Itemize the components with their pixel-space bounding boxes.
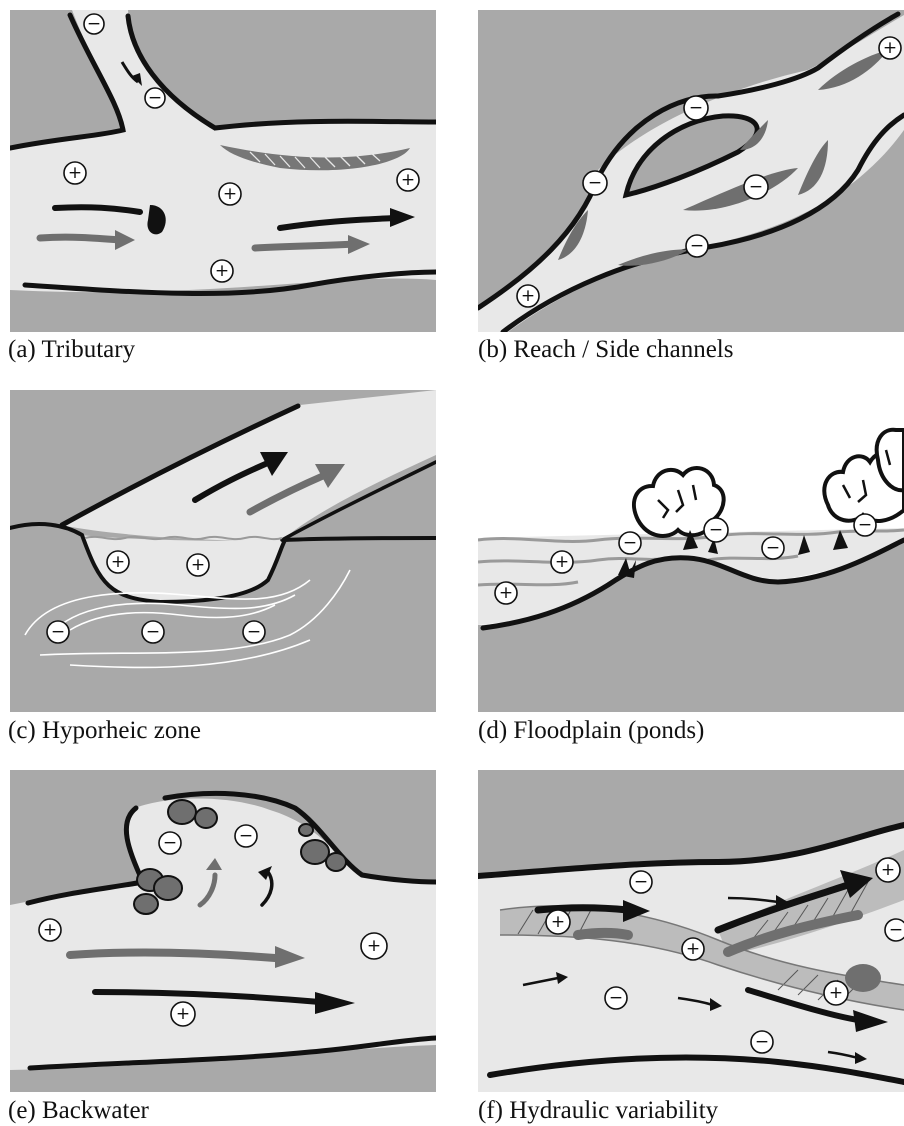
- minus-sign: −: [744, 175, 768, 199]
- svg-text:+: +: [111, 552, 125, 572]
- minus-sign: −: [630, 871, 652, 893]
- plus-sign: +: [551, 551, 573, 573]
- svg-text:−: −: [889, 920, 903, 940]
- svg-text:+: +: [43, 920, 57, 940]
- svg-text:+: +: [68, 163, 82, 183]
- panel-floodplain-ponds: − − − − + +: [478, 390, 904, 712]
- minus-sign: −: [84, 14, 104, 34]
- minus-sign: −: [684, 96, 708, 120]
- minus-sign: −: [47, 621, 69, 643]
- svg-text:+: +: [686, 939, 700, 959]
- svg-text:+: +: [223, 184, 237, 204]
- plus-sign: +: [211, 260, 233, 282]
- svg-text:−: −: [588, 173, 602, 193]
- plus-sign: +: [187, 554, 209, 576]
- minus-sign: −: [142, 621, 164, 643]
- svg-text:−: −: [858, 515, 872, 535]
- panel-hyporheic-zone: + + − − −: [10, 390, 436, 712]
- svg-text:+: +: [551, 912, 565, 932]
- svg-text:−: −: [766, 538, 780, 558]
- svg-text:+: +: [881, 860, 895, 880]
- svg-text:−: −: [609, 988, 623, 1008]
- caption-floodplain-ponds: (d) Floodplain (ponds): [478, 718, 704, 743]
- svg-text:−: −: [51, 622, 65, 642]
- svg-text:+: +: [367, 936, 381, 956]
- svg-text:−: −: [690, 236, 704, 256]
- plus-sign: +: [682, 938, 704, 960]
- minus-sign: −: [159, 832, 181, 854]
- svg-text:+: +: [215, 261, 229, 281]
- svg-text:+: +: [499, 583, 513, 603]
- minus-sign: −: [751, 1031, 773, 1053]
- svg-text:−: −: [755, 1032, 769, 1052]
- panel-tributary: − − + + + +: [10, 10, 436, 332]
- plus-sign: +: [64, 162, 86, 184]
- panel-backwater: − − + + +: [10, 770, 436, 1092]
- plus-sign: +: [39, 919, 61, 941]
- caption-hyporheic-zone: (c) Hyporheic zone: [8, 718, 201, 743]
- svg-text:+: +: [401, 170, 415, 190]
- caption-tributary: (a) Tributary: [8, 337, 135, 362]
- svg-text:+: +: [191, 555, 205, 575]
- caption-backwater: (e) Backwater: [8, 1098, 149, 1123]
- svg-text:+: +: [883, 38, 897, 58]
- plus-sign: +: [361, 933, 387, 959]
- minus-sign: −: [885, 919, 904, 941]
- minus-sign: −: [686, 235, 708, 257]
- plus-sign: +: [397, 169, 419, 191]
- plus-sign: +: [876, 858, 900, 882]
- plus-sign: +: [824, 981, 848, 1005]
- plus-sign: +: [219, 183, 241, 205]
- svg-text:+: +: [829, 983, 843, 1003]
- plus-sign: +: [546, 910, 570, 934]
- minus-sign: −: [854, 514, 876, 536]
- minus-sign: −: [243, 621, 265, 643]
- minus-sign: −: [605, 987, 627, 1009]
- minus-sign: −: [704, 518, 728, 542]
- svg-text:−: −: [709, 520, 723, 540]
- svg-text:−: −: [247, 622, 261, 642]
- svg-text:−: −: [749, 177, 763, 197]
- minus-sign: −: [235, 825, 257, 847]
- svg-text:−: −: [689, 98, 703, 118]
- plus-sign: +: [171, 1002, 195, 1026]
- panel-hydraulic-variability: − + + + − + − −: [478, 770, 904, 1092]
- caption-reach-side-channels: (b) Reach / Side channels: [478, 337, 733, 362]
- panel-reach-side-channels: + − − − − +: [478, 10, 904, 332]
- svg-text:+: +: [521, 286, 535, 306]
- svg-text:−: −: [623, 533, 637, 553]
- minus-sign: −: [145, 88, 165, 108]
- svg-text:−: −: [239, 826, 253, 846]
- caption-hydraulic-variability: (f) Hydraulic variability: [478, 1098, 718, 1123]
- svg-text:−: −: [148, 88, 162, 108]
- minus-sign: −: [619, 532, 641, 554]
- svg-text:−: −: [634, 872, 648, 892]
- plus-sign: +: [107, 551, 129, 573]
- plus-sign: +: [517, 285, 539, 307]
- svg-text:+: +: [555, 552, 569, 572]
- plus-sign: +: [495, 582, 517, 604]
- svg-text:+: +: [176, 1004, 190, 1024]
- svg-text:−: −: [87, 14, 101, 34]
- svg-text:−: −: [163, 833, 177, 853]
- minus-sign: −: [583, 171, 607, 195]
- svg-text:−: −: [146, 622, 160, 642]
- plus-sign: +: [879, 37, 901, 59]
- minus-sign: −: [762, 537, 784, 559]
